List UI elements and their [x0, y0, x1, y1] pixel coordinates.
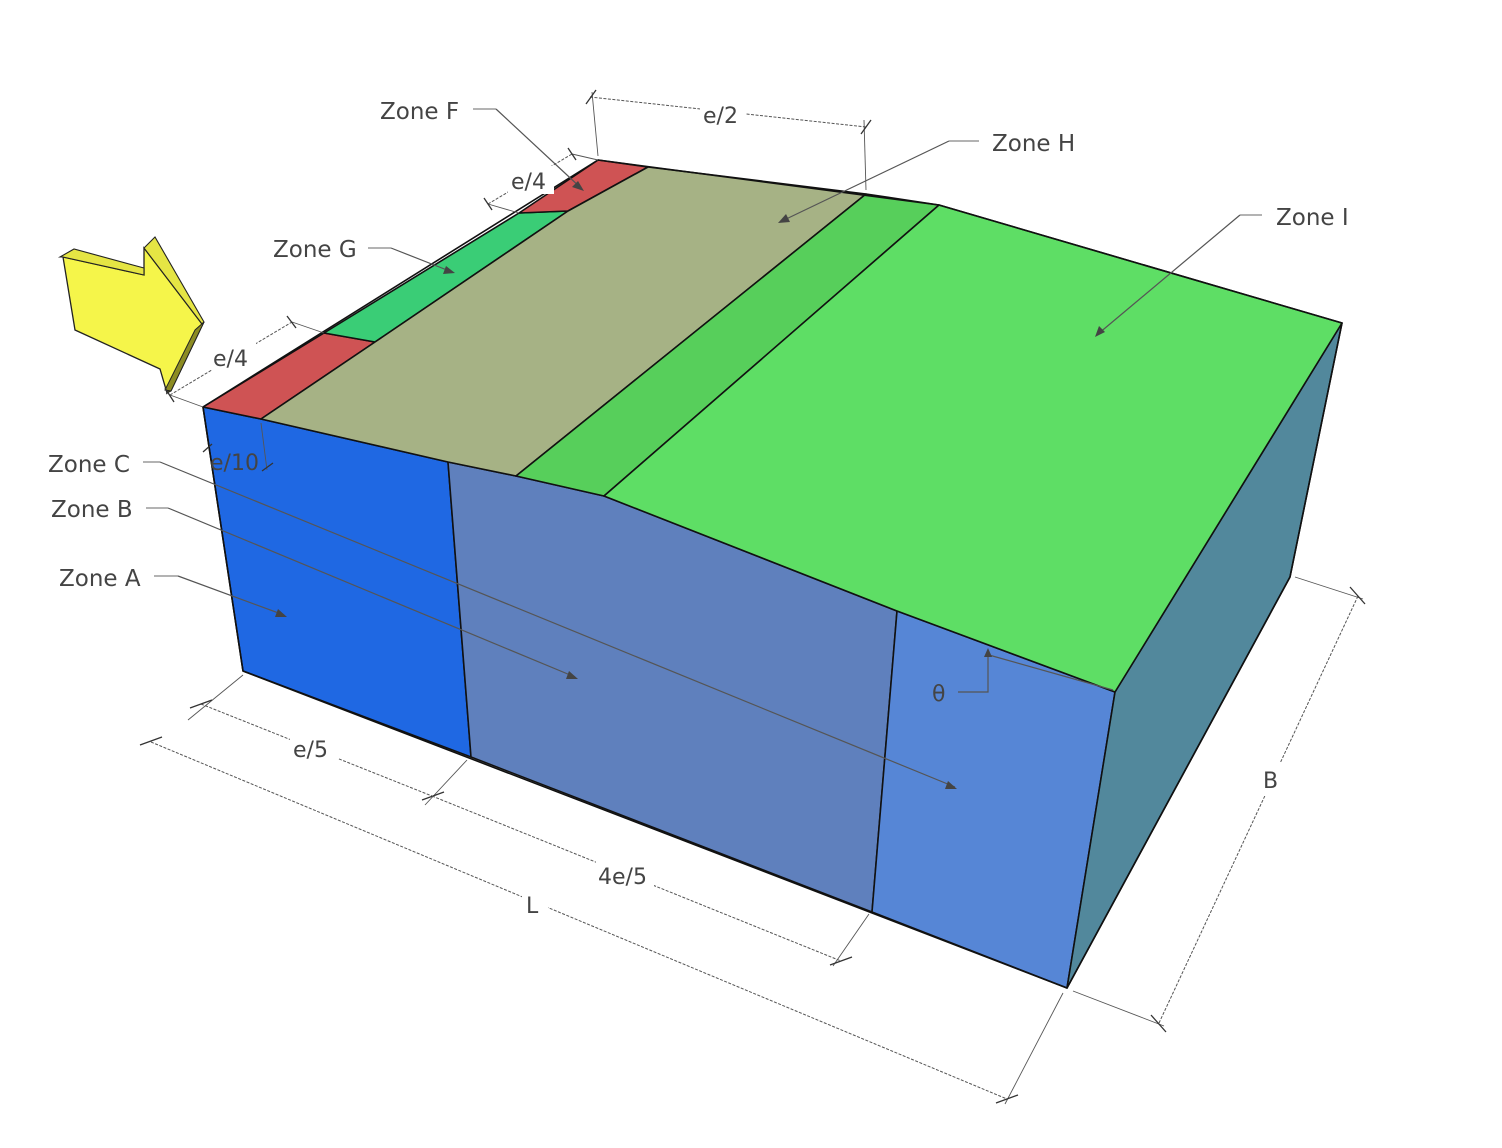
dim-label: e/4 — [213, 347, 248, 372]
zone-a-text: Zone A — [59, 566, 141, 592]
dim-e-over-4-near: e/4 — [164, 315, 325, 408]
dim-label: e/10 — [210, 451, 259, 476]
zone-a-label: Zone A — [59, 566, 287, 617]
dim-breadth: B — [1072, 576, 1366, 1033]
dim-e-over-4-far: e/4 — [483, 147, 599, 214]
zone-h-label: Zone H — [778, 131, 1075, 223]
zone-h-text: Zone H — [992, 131, 1075, 157]
dim-label: e/5 — [293, 738, 328, 763]
zone-b-label: Zone B — [51, 497, 578, 679]
dim-e-over-10: e/10 — [202, 422, 274, 476]
zone-f-label: Zone F — [380, 99, 584, 191]
dim-e-over-5: e/5 — [187, 674, 468, 806]
zone-i-text: Zone I — [1276, 205, 1349, 231]
zone-i-label: Zone I — [1095, 205, 1349, 337]
dim-length: L — [139, 736, 1064, 1105]
zone-g-text: Zone G — [273, 237, 357, 263]
dim-e-over-2: e/2 — [585, 89, 872, 191]
zone-b-text: Zone B — [51, 497, 133, 523]
zone-g-label: Zone G — [273, 237, 455, 274]
dim-label: L — [526, 894, 539, 919]
dim-label: 4e/5 — [598, 865, 647, 890]
roof-angle-marker: θ — [932, 648, 1114, 707]
zone-c-text: Zone C — [48, 452, 130, 478]
dim-label: e/2 — [703, 104, 738, 129]
dim-4e-over-5: 4e/5 — [431, 795, 870, 967]
dim-label: e/4 — [511, 170, 546, 195]
wind-arrow-icon — [57, 236, 205, 395]
zone-c-label: Zone C — [48, 452, 957, 789]
zone-f-text: Zone F — [380, 99, 459, 125]
dim-label: B — [1263, 769, 1278, 794]
theta-label: θ — [932, 682, 945, 707]
